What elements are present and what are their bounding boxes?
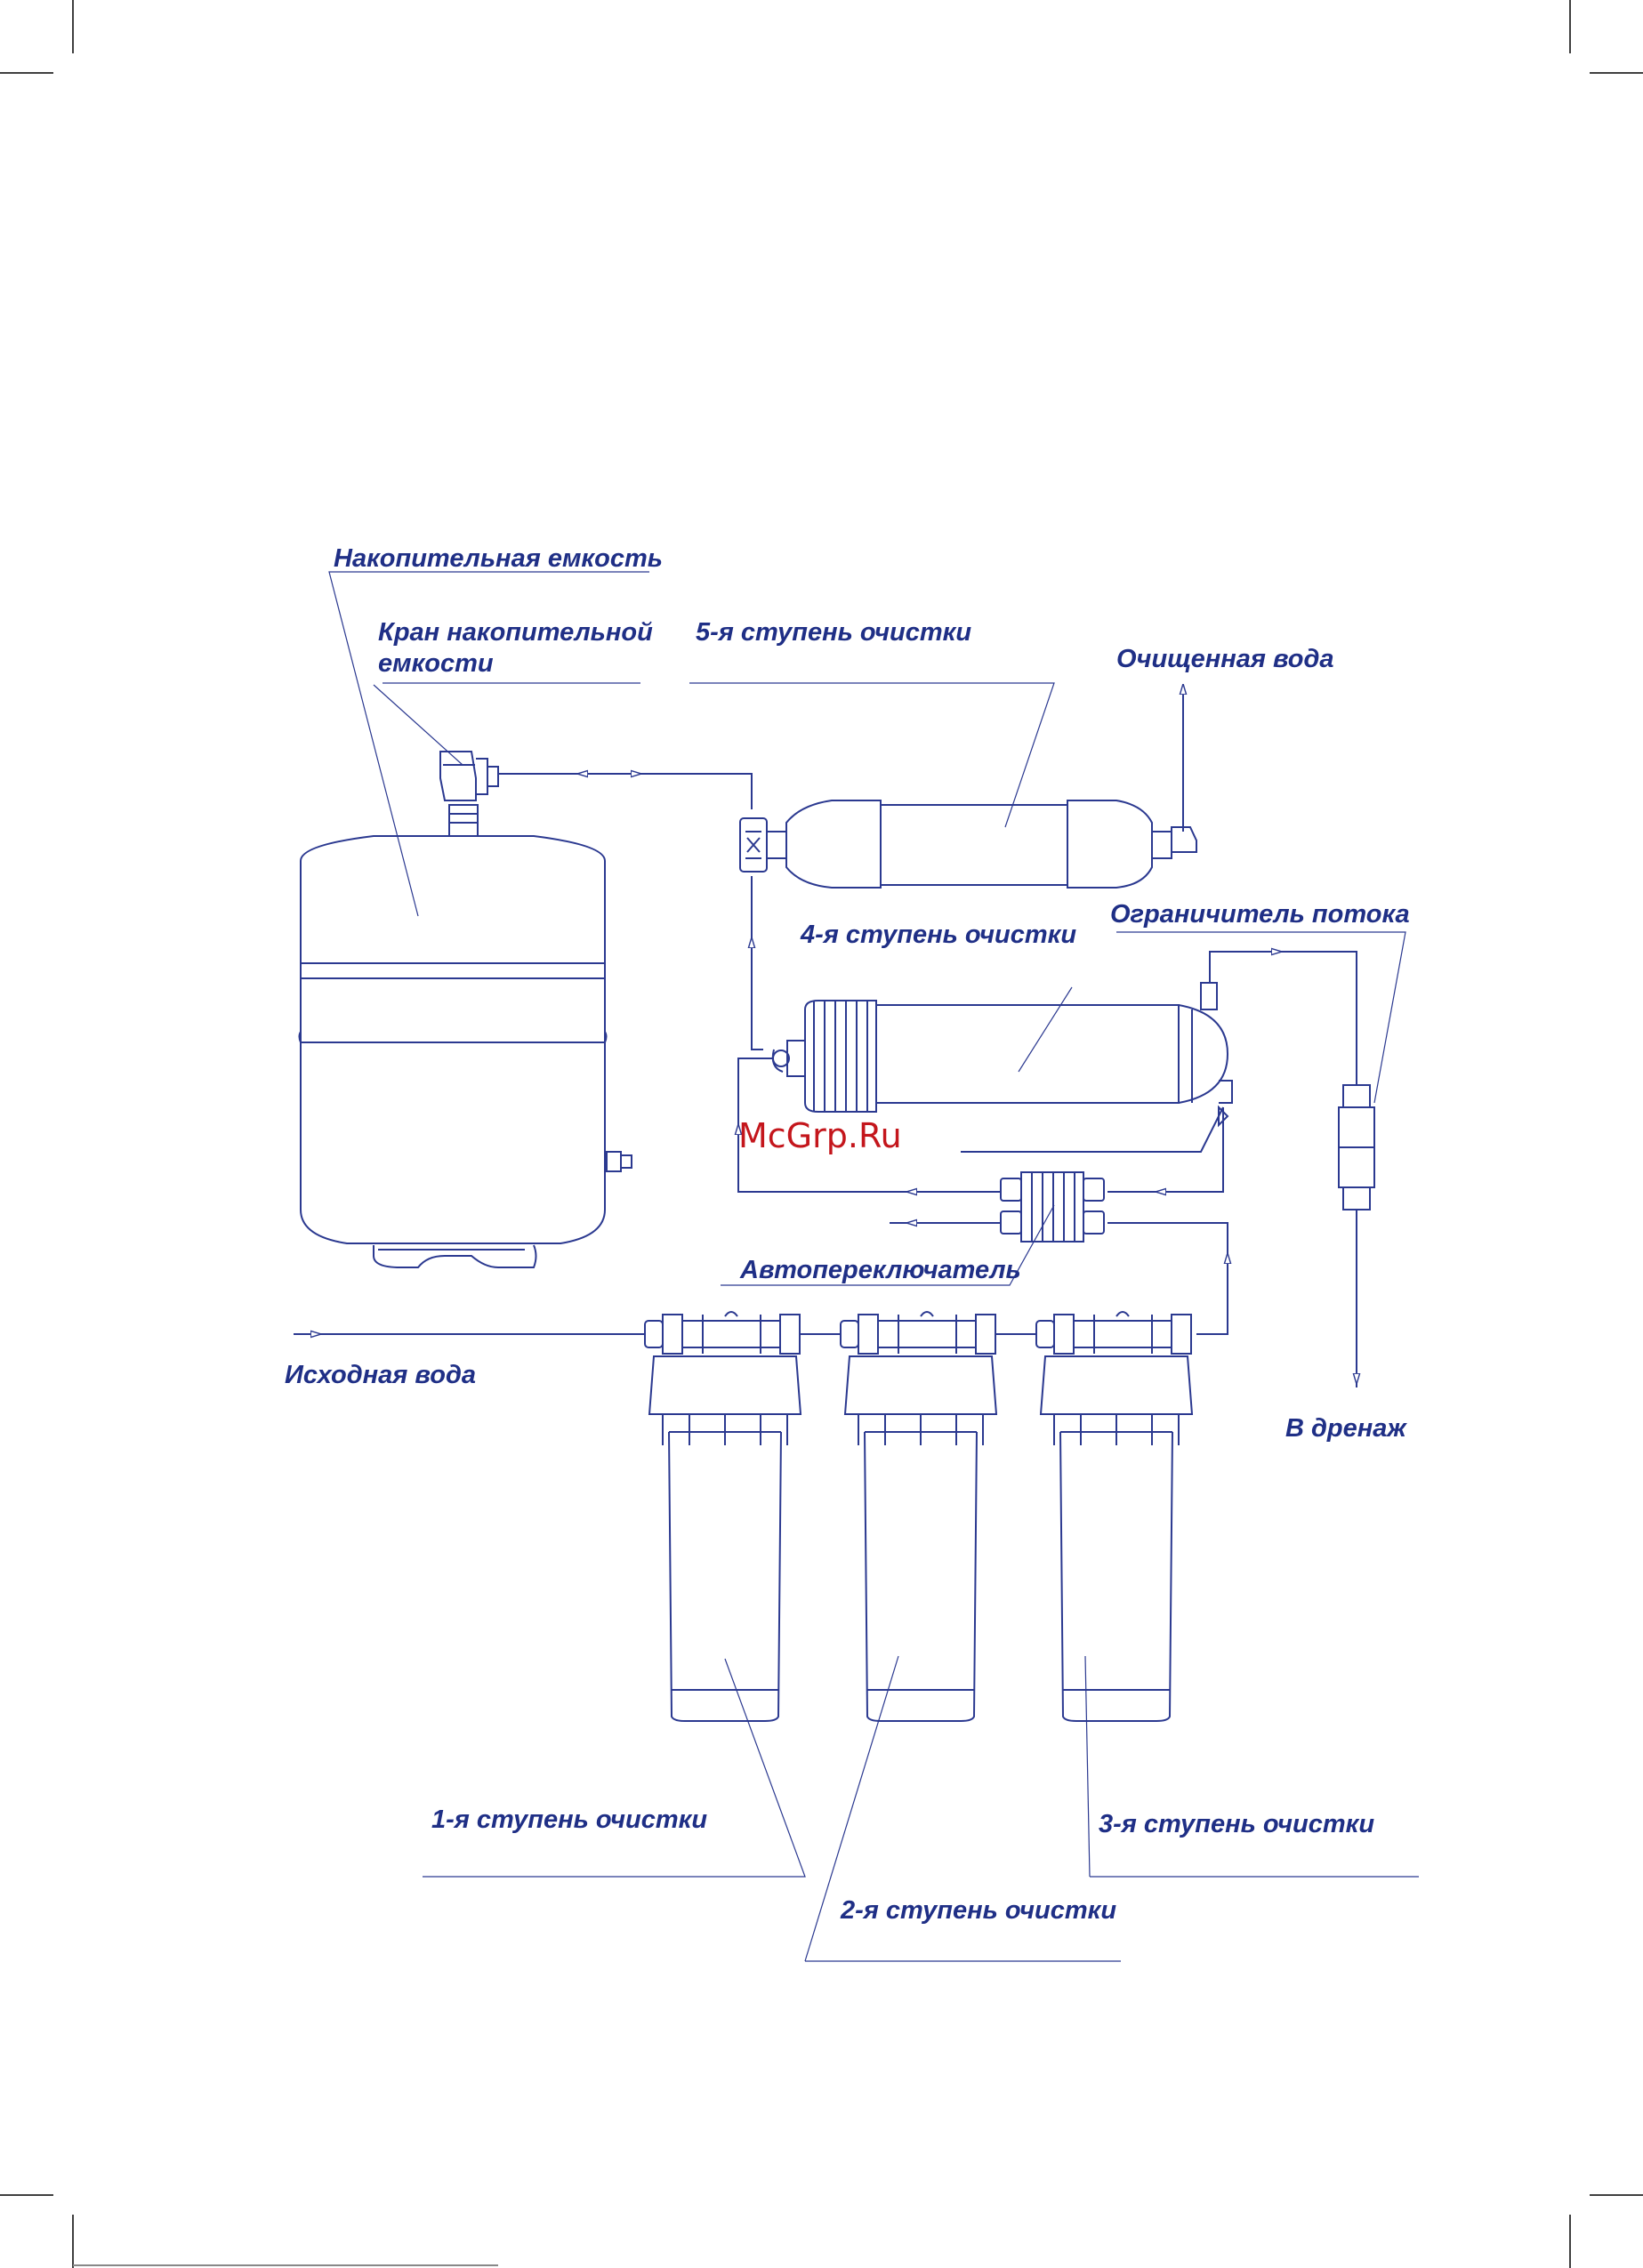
stage4-membrane: [773, 983, 1232, 1125]
label-purified-water: Очищенная вода: [1116, 645, 1334, 673]
auto-switch: [1001, 1172, 1104, 1242]
label-flow-restrictor: Ограничитель потока: [1110, 900, 1410, 929]
storage-tank: [300, 836, 632, 1267]
stage2-housing: [841, 1312, 996, 1721]
label-tank-valve-line1: Кран накопительной: [378, 618, 653, 647]
label-stage4: 4-я ступень очистки: [800, 921, 1076, 949]
label-stage3: 3-я ступень очистки: [1099, 1810, 1374, 1838]
stage1-housing: [645, 1312, 801, 1721]
label-source-water: Исходная вода: [285, 1361, 476, 1389]
watermark: McGrp.Ru: [738, 1116, 902, 1155]
tank-valve: [440, 752, 498, 836]
label-tank-valve-line2: емкости: [378, 649, 494, 678]
label-stage5: 5-я ступень очистки: [696, 618, 971, 647]
label-drain: В дренаж: [1285, 1414, 1407, 1443]
label-stage2: 2-я ступень очистки: [840, 1896, 1116, 1925]
flow-restrictor: [1339, 1085, 1374, 1210]
stage5-cartridge: [740, 800, 1196, 888]
stage3-housing: [1036, 1312, 1192, 1721]
label-storage-tank: Накопительная емкость: [334, 544, 663, 573]
label-stage1: 1-я ступень очистки: [431, 1806, 707, 1834]
label-auto-switch: Автопереключатель: [739, 1256, 1021, 1284]
